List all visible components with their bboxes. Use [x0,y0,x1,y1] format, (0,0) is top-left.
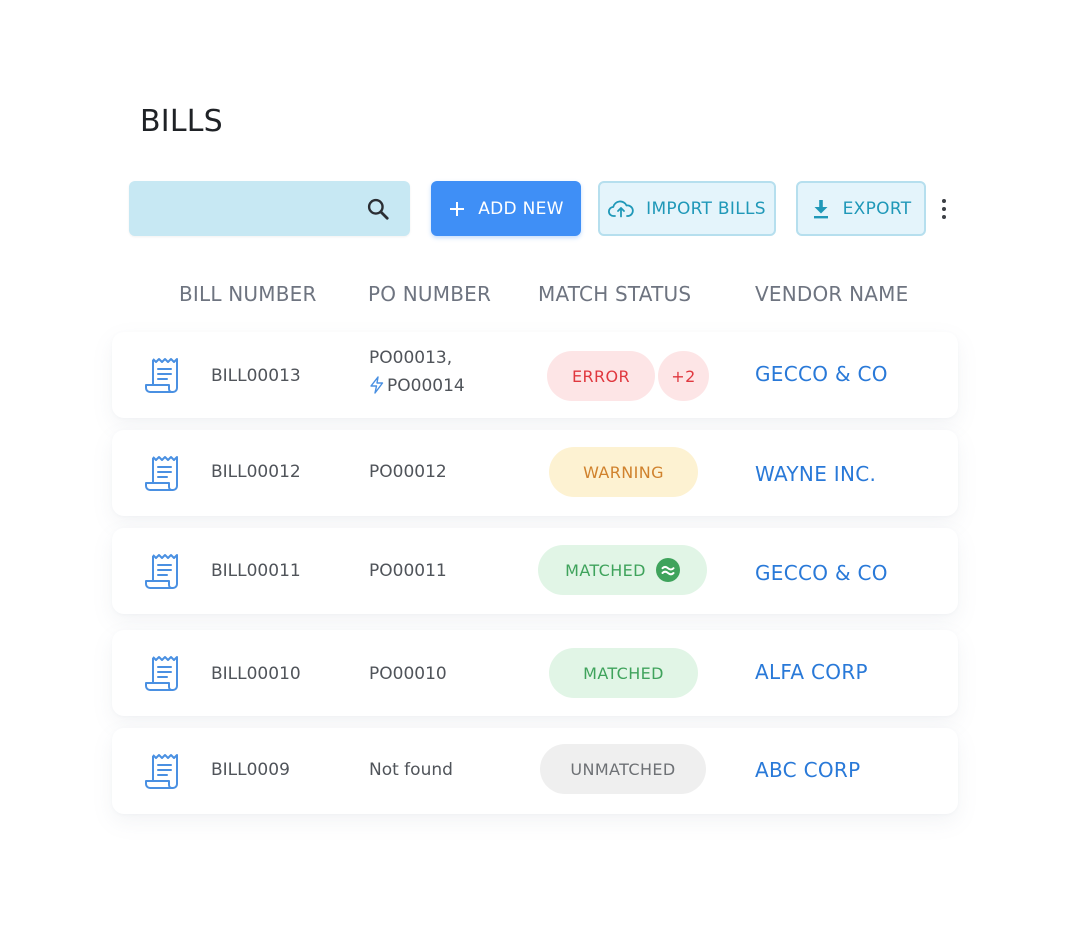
table-header: BILL NUMBER PO NUMBER MATCH STATUS VENDO… [0,282,1068,310]
search-input[interactable] [143,193,357,225]
column-header-bill-number[interactable]: BILL NUMBER [179,282,317,306]
cloud-upload-icon [608,200,634,217]
vendor-link[interactable]: GECCO & CO [755,561,888,585]
receipt-icon [145,554,178,589]
po-number-linked-value: PO00014 [387,376,465,396]
status-badge-warning[interactable]: WARNING [549,447,698,497]
po-number: PO00010 [369,664,447,684]
receipt-icon [145,656,178,691]
status-label: UNMATCHED [570,759,676,779]
receipt-icon [145,358,178,393]
more-dot [942,199,946,203]
bill-number: BILL0009 [211,760,290,780]
status-more-badge[interactable]: +2 [658,351,709,401]
add-new-label: ADD NEW [478,198,564,219]
vendor-link[interactable]: WAYNE INC. [755,462,877,486]
search-icon[interactable] [365,196,391,222]
bill-number: BILL00010 [211,664,301,684]
lightning-icon [370,376,384,394]
po-number: PO00011 [369,561,447,581]
plus-icon [450,201,465,216]
search-box[interactable] [129,181,410,236]
export-label: EXPORT [842,198,912,219]
receipt-icon [145,754,178,789]
status-badge-matched[interactable]: MATCHED [538,545,707,595]
column-header-match-status[interactable]: MATCH STATUS [538,282,692,306]
po-number: Not found [369,760,453,780]
download-icon [813,199,828,218]
page-title: BILLS [140,104,223,139]
export-button[interactable]: EXPORT [796,181,926,236]
bill-number: BILL00012 [211,462,301,482]
po-number: PO00012 [369,462,447,482]
column-header-vendor-name[interactable]: VENDOR NAME [755,282,909,306]
status-label: MATCHED [565,560,646,580]
po-number-line: PO00013, [369,348,453,368]
add-new-button[interactable]: ADD NEW [431,181,581,236]
table-row[interactable]: BILL00013 PO00013, PO00014 ERROR +2 GECC… [112,332,958,418]
more-dot [942,207,946,211]
import-bills-button[interactable]: IMPORT BILLS [598,181,776,236]
status-label: MATCHED [583,663,664,683]
toolbar: ADD NEW IMPORT BILLS EXPORT [129,181,959,237]
import-bills-label: IMPORT BILLS [646,198,766,219]
po-number-linked: PO00014 [369,372,465,400]
status-badge-unmatched[interactable]: UNMATCHED [540,744,706,794]
bill-number: BILL00011 [211,561,301,581]
status-badge-matched[interactable]: MATCHED [549,648,698,698]
approx-equal-icon [655,558,680,582]
more-vertical-icon[interactable] [935,194,953,224]
status-badge-error[interactable]: ERROR [547,351,655,401]
table-row[interactable]: BILL00010 PO00010 MATCHED ALFA CORP [112,630,958,716]
status-more-count: +2 [671,366,696,386]
vendor-link[interactable]: ALFA CORP [755,660,868,684]
status-label: WARNING [583,462,664,482]
table-row[interactable]: BILL00012 PO00012 WARNING WAYNE INC. [112,430,958,516]
vendor-link[interactable]: GECCO & CO [755,362,888,386]
table-row[interactable]: BILL00011 PO00011 MATCHED GECCO & CO [112,528,958,614]
receipt-icon [145,456,178,491]
vendor-link[interactable]: ABC CORP [755,758,861,782]
po-number: PO00013, PO00014 [369,344,465,400]
column-header-po-number[interactable]: PO NUMBER [368,282,492,306]
more-dot [942,215,946,219]
status-label: ERROR [571,366,631,386]
bill-number: BILL00013 [211,366,301,386]
table-row[interactable]: BILL0009 Not found UNMATCHED ABC CORP [112,728,958,814]
